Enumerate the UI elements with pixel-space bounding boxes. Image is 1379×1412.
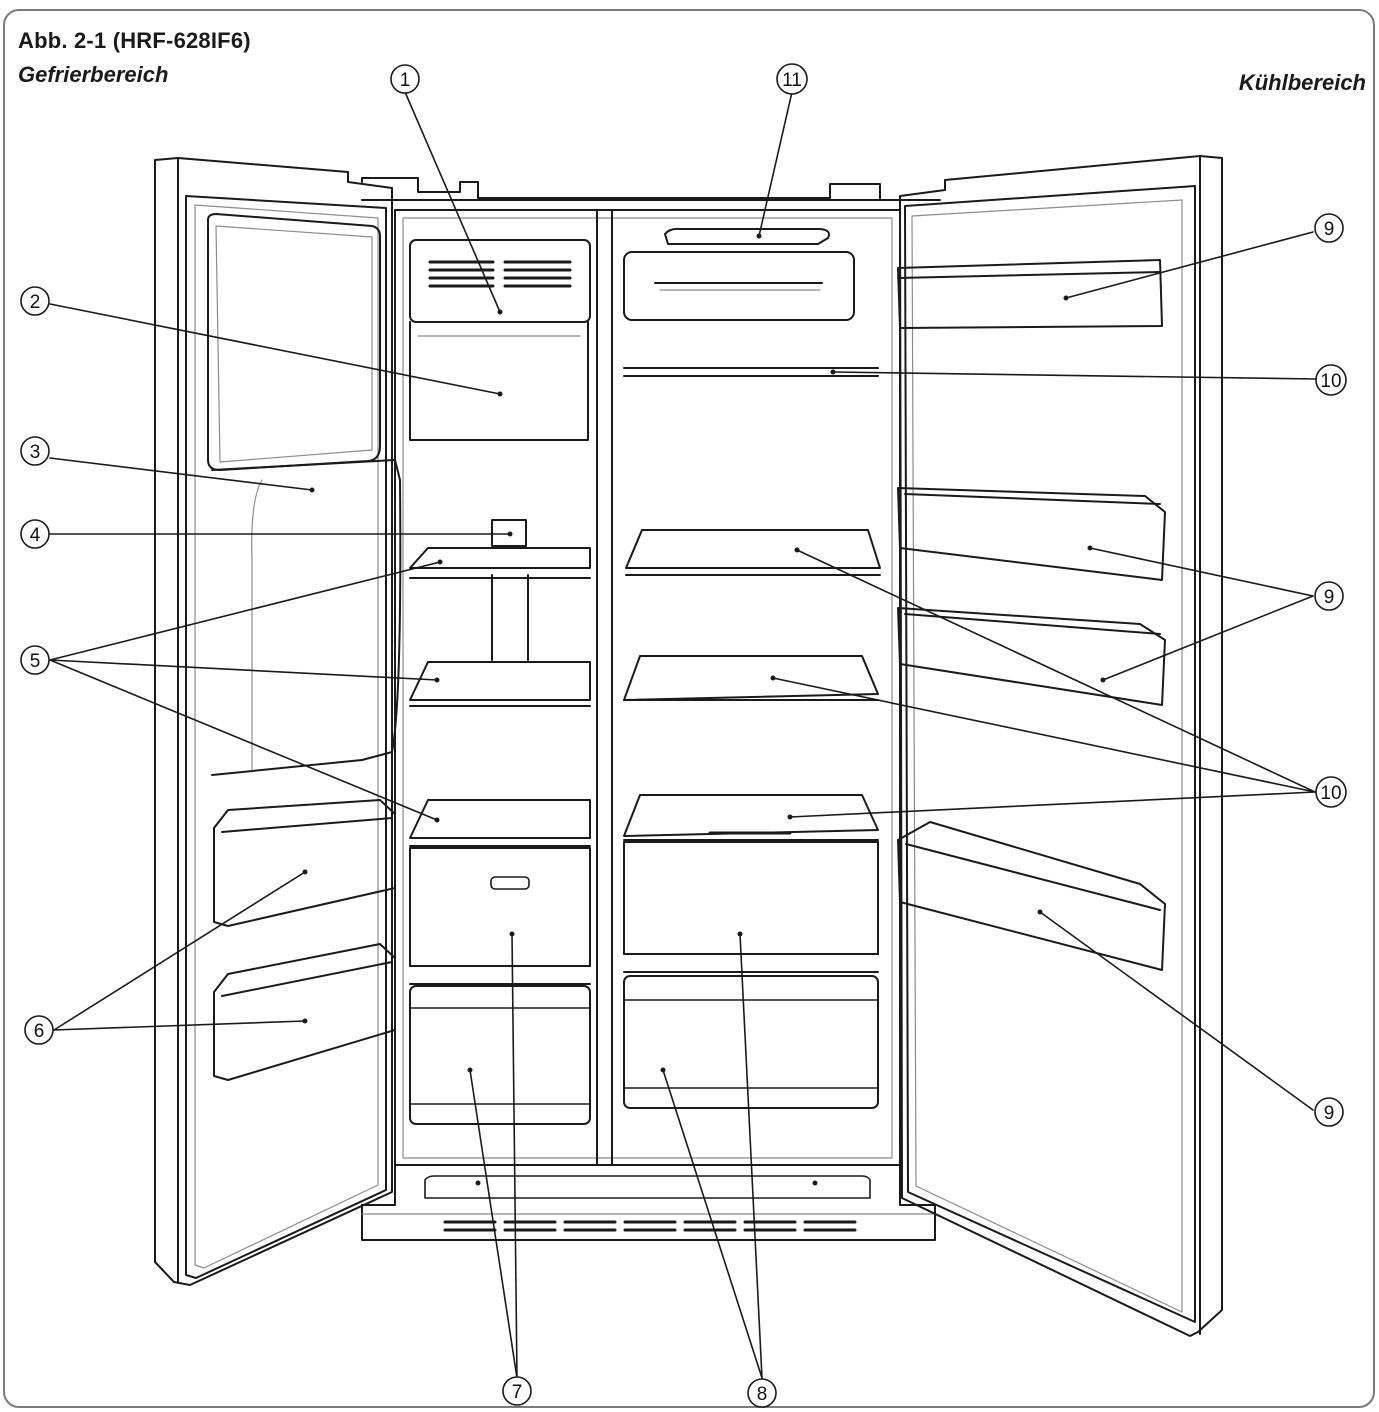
- fridge-compartment: [623, 227, 881, 1109]
- callout-10-bottom: 10: [1315, 776, 1347, 808]
- svg-text:3: 3: [30, 442, 41, 463]
- callout-6: 6: [24, 1015, 54, 1045]
- svg-text:10: 10: [1320, 783, 1341, 804]
- callouts: 1 2 3 4 5 6 7 8: [20, 63, 1347, 1408]
- callout-9-bottom: 9: [1314, 1097, 1344, 1127]
- svg-text:5: 5: [30, 651, 41, 672]
- callout-11: 11: [776, 63, 808, 95]
- callout-1: 1: [390, 64, 420, 94]
- svg-text:2: 2: [30, 292, 41, 313]
- leader-lines: [49, 91, 1316, 1379]
- figure-frame: [3, 9, 1375, 1408]
- callout-2: 2: [20, 286, 50, 316]
- fridge-zone-label: Kühlbereich: [1238, 70, 1366, 95]
- callout-3: 3: [20, 436, 50, 466]
- fridge-door: [897, 155, 1223, 1337]
- figure-title: Abb. 2-1 (HRF-628IF6): [18, 28, 251, 53]
- callout-4: 4: [20, 519, 50, 549]
- freezer-compartment: [409, 239, 591, 1125]
- svg-text:9: 9: [1324, 587, 1335, 608]
- freezer-zone-label: Gefrierbereich: [18, 62, 169, 87]
- callout-5: 5: [20, 645, 50, 675]
- svg-text:1: 1: [400, 70, 411, 91]
- svg-text:9: 9: [1324, 219, 1335, 240]
- svg-text:11: 11: [782, 70, 802, 91]
- svg-text:4: 4: [30, 525, 41, 546]
- callout-10-top: 10: [1315, 364, 1347, 396]
- svg-text:6: 6: [34, 1021, 45, 1042]
- cabinet: [361, 177, 941, 1241]
- svg-text:10: 10: [1320, 371, 1341, 392]
- callout-7: 7: [502, 1376, 532, 1406]
- callout-9-middle: 9: [1314, 581, 1344, 611]
- svg-text:7: 7: [512, 1382, 523, 1403]
- anchor-dots: [302, 233, 1106, 1186]
- callout-9-top: 9: [1314, 213, 1344, 243]
- freezer-door: [154, 157, 402, 1286]
- svg-text:9: 9: [1324, 1103, 1335, 1124]
- svg-text:8: 8: [757, 1384, 768, 1405]
- callout-8: 8: [747, 1378, 777, 1408]
